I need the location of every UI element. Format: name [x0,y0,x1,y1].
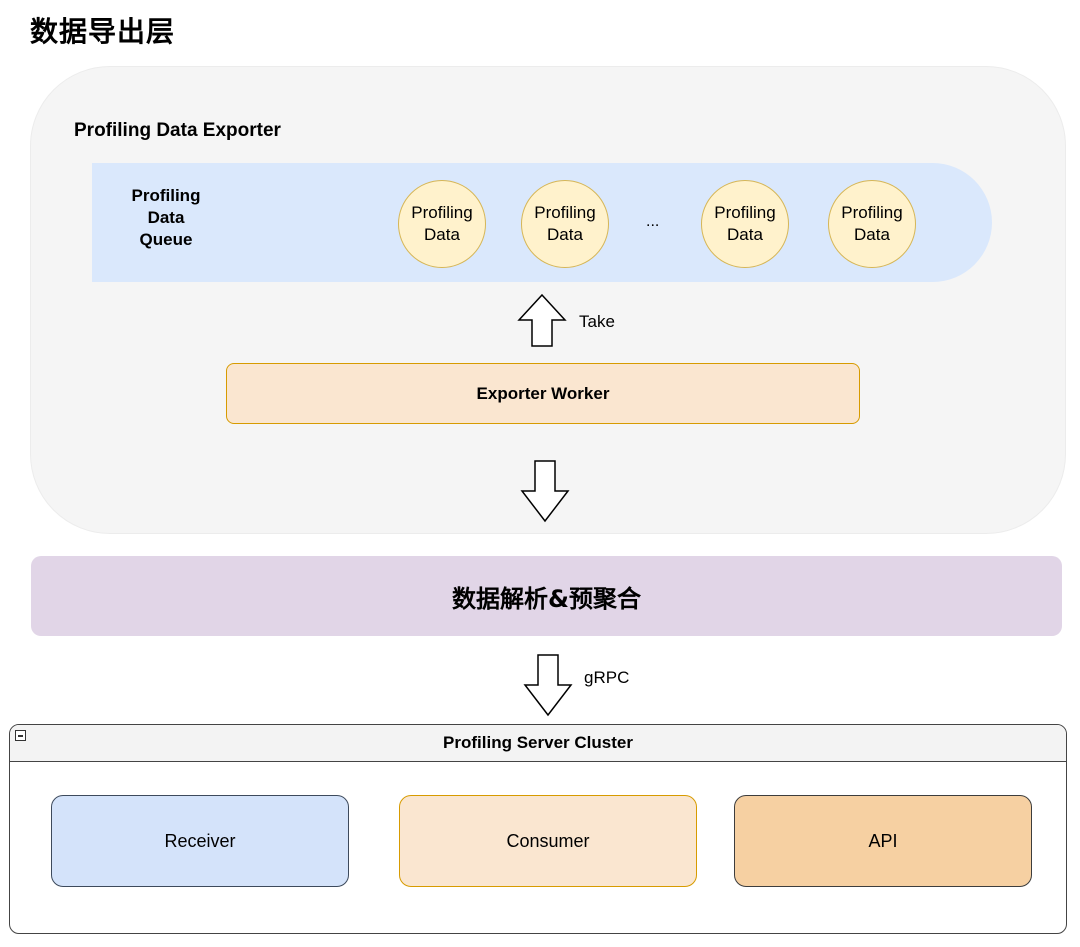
cluster-title: Profiling Server Cluster [443,733,633,752]
take-arrow-icon [517,293,567,347]
item-line: Profiling [534,203,596,222]
exporter-panel [30,66,1066,534]
page-title: 数据导出层 [30,15,176,48]
item-line: Data [424,225,460,244]
down-arrow-icon [520,460,570,523]
item-line: Profiling [841,203,903,222]
queue-label-line: Queue [139,230,193,249]
receiver-box[interactable]: Receiver [51,795,349,887]
item-line: Profiling [714,203,776,222]
exporter-title: Profiling Data Exporter [74,120,281,141]
exporter-worker[interactable]: Exporter Worker [226,363,860,424]
take-label: Take [579,312,615,331]
consumer-box[interactable]: Consumer [399,795,697,887]
queue-label-line: Data [147,208,185,227]
queue-ellipsis: ... [646,213,660,230]
item-line: Profiling [411,203,473,222]
cluster-header: Profiling Server Cluster [10,725,1066,762]
grpc-label: gRPC [584,668,630,687]
item-line: Data [727,225,763,244]
api-box[interactable]: API [734,795,1032,887]
item-line: Data [854,225,890,244]
queue-label: Profiling Data Queue [118,185,214,251]
collapse-icon[interactable] [15,730,26,741]
queue-label-line: Profiling [131,186,201,205]
item-line: Data [547,225,583,244]
parse-aggregate-layer[interactable]: 数据解析&预聚合 [31,556,1062,636]
grpc-arrow-icon [523,654,573,717]
